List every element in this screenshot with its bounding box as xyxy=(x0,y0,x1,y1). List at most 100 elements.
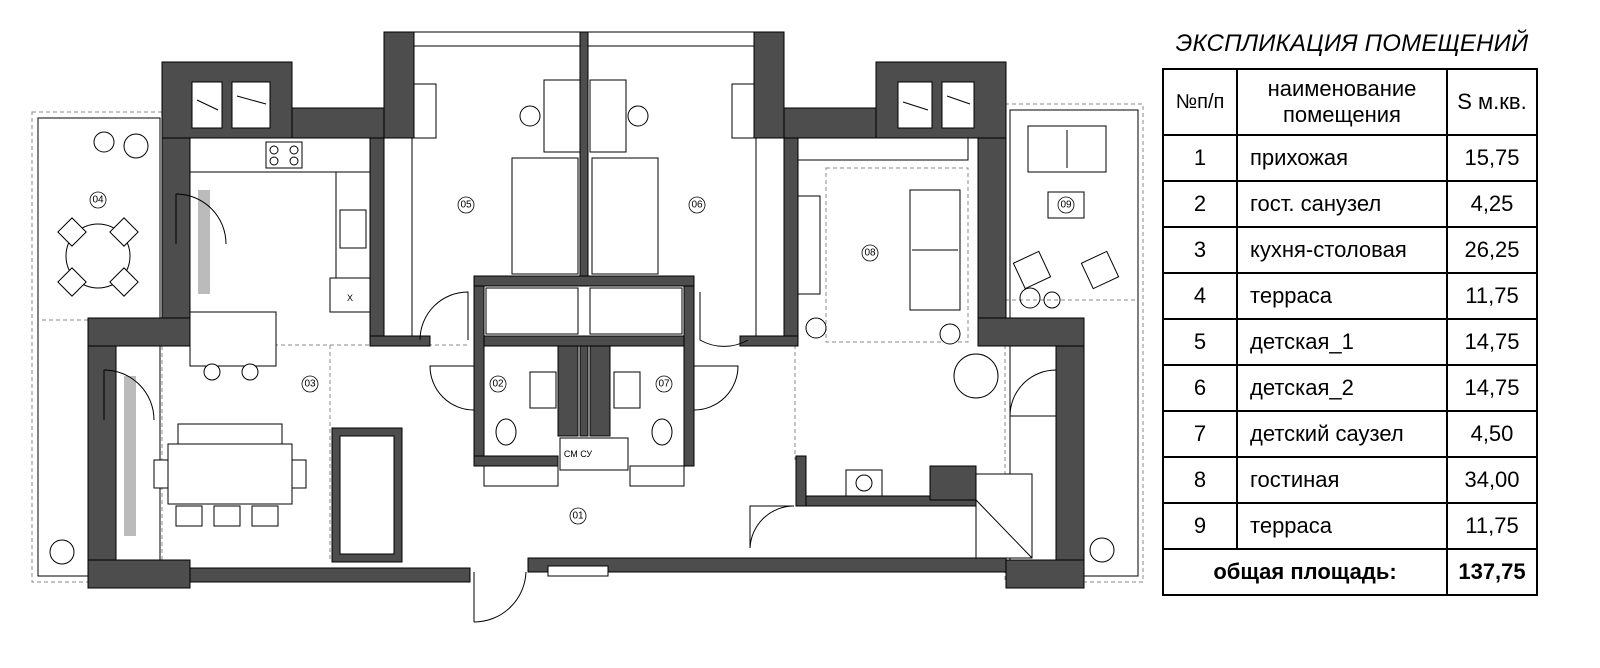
desk-child1 xyxy=(543,79,581,153)
dining-table xyxy=(167,443,293,505)
wall-left-vertical xyxy=(87,345,117,561)
bed-child2 xyxy=(591,157,659,275)
svg-text:04: 04 xyxy=(92,195,104,206)
window-living-2 xyxy=(941,81,975,129)
row-area: 11,75 xyxy=(1446,502,1538,550)
room-marker-09: 09 xyxy=(1057,196,1075,214)
room-marker-08: 08 xyxy=(861,244,879,262)
terrace-table xyxy=(65,223,131,289)
row-name: кухня-столовая xyxy=(1236,226,1448,274)
wardrobe-child2 xyxy=(755,137,785,337)
sink-icon xyxy=(339,209,367,249)
tv-unit xyxy=(797,195,821,295)
sink-bath-07 xyxy=(613,371,641,409)
room-explication: ЭКСПЛИКАЦИЯ ПОМЕЩЕНИЙ №п/п наименование … xyxy=(1162,30,1542,596)
floor-plan: X СМ СУ xyxy=(31,31,1144,623)
bathtub-right xyxy=(589,287,683,335)
wall-child2-right xyxy=(783,137,799,347)
header-num: №п/п xyxy=(1162,68,1238,136)
toilet-02 xyxy=(495,418,517,446)
wall-bath-mid-top xyxy=(483,335,685,347)
row-num: 9 xyxy=(1162,502,1238,550)
wall-bottom-main-left xyxy=(189,567,471,583)
bathtub-left xyxy=(485,287,579,335)
wall-fireplace-2 xyxy=(929,465,977,501)
wall-bath-bottom xyxy=(473,455,559,467)
room-marker-01: 01 xyxy=(569,507,587,525)
row-area: 14,75 xyxy=(1446,364,1538,412)
row-num: 4 xyxy=(1162,272,1238,320)
room-marker-06: 06 xyxy=(688,196,706,214)
row-num: 6 xyxy=(1162,364,1238,412)
wall-shaft xyxy=(557,345,579,437)
fireplace xyxy=(845,469,883,497)
explication-header-row: №п/п наименование помещения S м.кв. xyxy=(1162,68,1538,136)
kitchen-island xyxy=(189,311,277,367)
window-living-1 xyxy=(897,81,933,129)
svg-text:09: 09 xyxy=(1060,200,1072,211)
wall-child1-left xyxy=(369,137,385,347)
door-kitchen-terrace xyxy=(175,193,227,245)
living-rug xyxy=(825,167,969,343)
door-child2 xyxy=(699,292,749,347)
row-area: 4,50 xyxy=(1446,410,1538,458)
row-num: 2 xyxy=(1162,180,1238,228)
total-row: общая площадь: 137,75 xyxy=(1162,548,1538,596)
row-name: детский саузел xyxy=(1236,410,1448,458)
row-num: 8 xyxy=(1162,456,1238,504)
svg-text:02: 02 xyxy=(492,379,504,390)
desk-child2 xyxy=(589,79,627,153)
room-marker-05: 05 xyxy=(457,196,475,214)
wall-living-right xyxy=(977,137,1007,319)
appliance-mark: X xyxy=(347,293,353,303)
row-name: детская_1 xyxy=(1236,318,1448,366)
row-name: терраса xyxy=(1236,502,1448,550)
door-living-terrace xyxy=(1009,369,1057,417)
row-area: 15,75 xyxy=(1446,134,1538,182)
washer-label: СМ СУ xyxy=(564,449,593,459)
svg-text:06: 06 xyxy=(691,200,703,211)
door-dining-terrace xyxy=(103,369,155,421)
header-name: наименование помещения xyxy=(1236,68,1448,136)
wall-bath-left xyxy=(473,285,485,467)
window-entrance xyxy=(547,565,609,577)
svg-text:07: 07 xyxy=(658,379,670,390)
wall-top-right xyxy=(875,61,1007,139)
row-num: 1 xyxy=(1162,134,1238,182)
plant-icon xyxy=(93,131,115,153)
row-num: 3 xyxy=(1162,226,1238,274)
washer-box xyxy=(559,437,629,471)
wall-fireplace xyxy=(795,455,807,507)
wall-bath-top xyxy=(473,275,695,287)
toilet-07 xyxy=(651,418,673,446)
sink-bath-02 xyxy=(529,371,557,409)
wall-bath-right xyxy=(683,285,695,467)
wall-right-outer xyxy=(977,317,1085,347)
door-bath-07 xyxy=(693,365,739,411)
explication-title: ЭКСПЛИКАЦИЯ ПОМЕЩЕНИЙ xyxy=(1175,30,1529,57)
wardrobe-child1 xyxy=(383,137,413,337)
bed-child1 xyxy=(511,157,579,275)
row-name: терраса xyxy=(1236,272,1448,320)
header-area: S м.кв. xyxy=(1446,68,1538,136)
wall-bottom-left xyxy=(87,559,191,589)
row-area: 4,25 xyxy=(1446,180,1538,228)
wall-top-left-2 xyxy=(291,107,385,139)
room-marker-03: 03 xyxy=(301,375,319,393)
row-name: гост. санузел xyxy=(1236,180,1448,228)
wall-child1-door xyxy=(369,335,431,347)
door-child1 xyxy=(419,291,469,341)
window-child2 xyxy=(587,31,755,47)
svg-text:05: 05 xyxy=(460,200,472,211)
wall-shaft-2 xyxy=(589,345,611,437)
wall-right-vertical xyxy=(1055,345,1085,561)
total-value: 137,75 xyxy=(1446,548,1538,596)
wall-bottom-right xyxy=(1005,559,1085,589)
